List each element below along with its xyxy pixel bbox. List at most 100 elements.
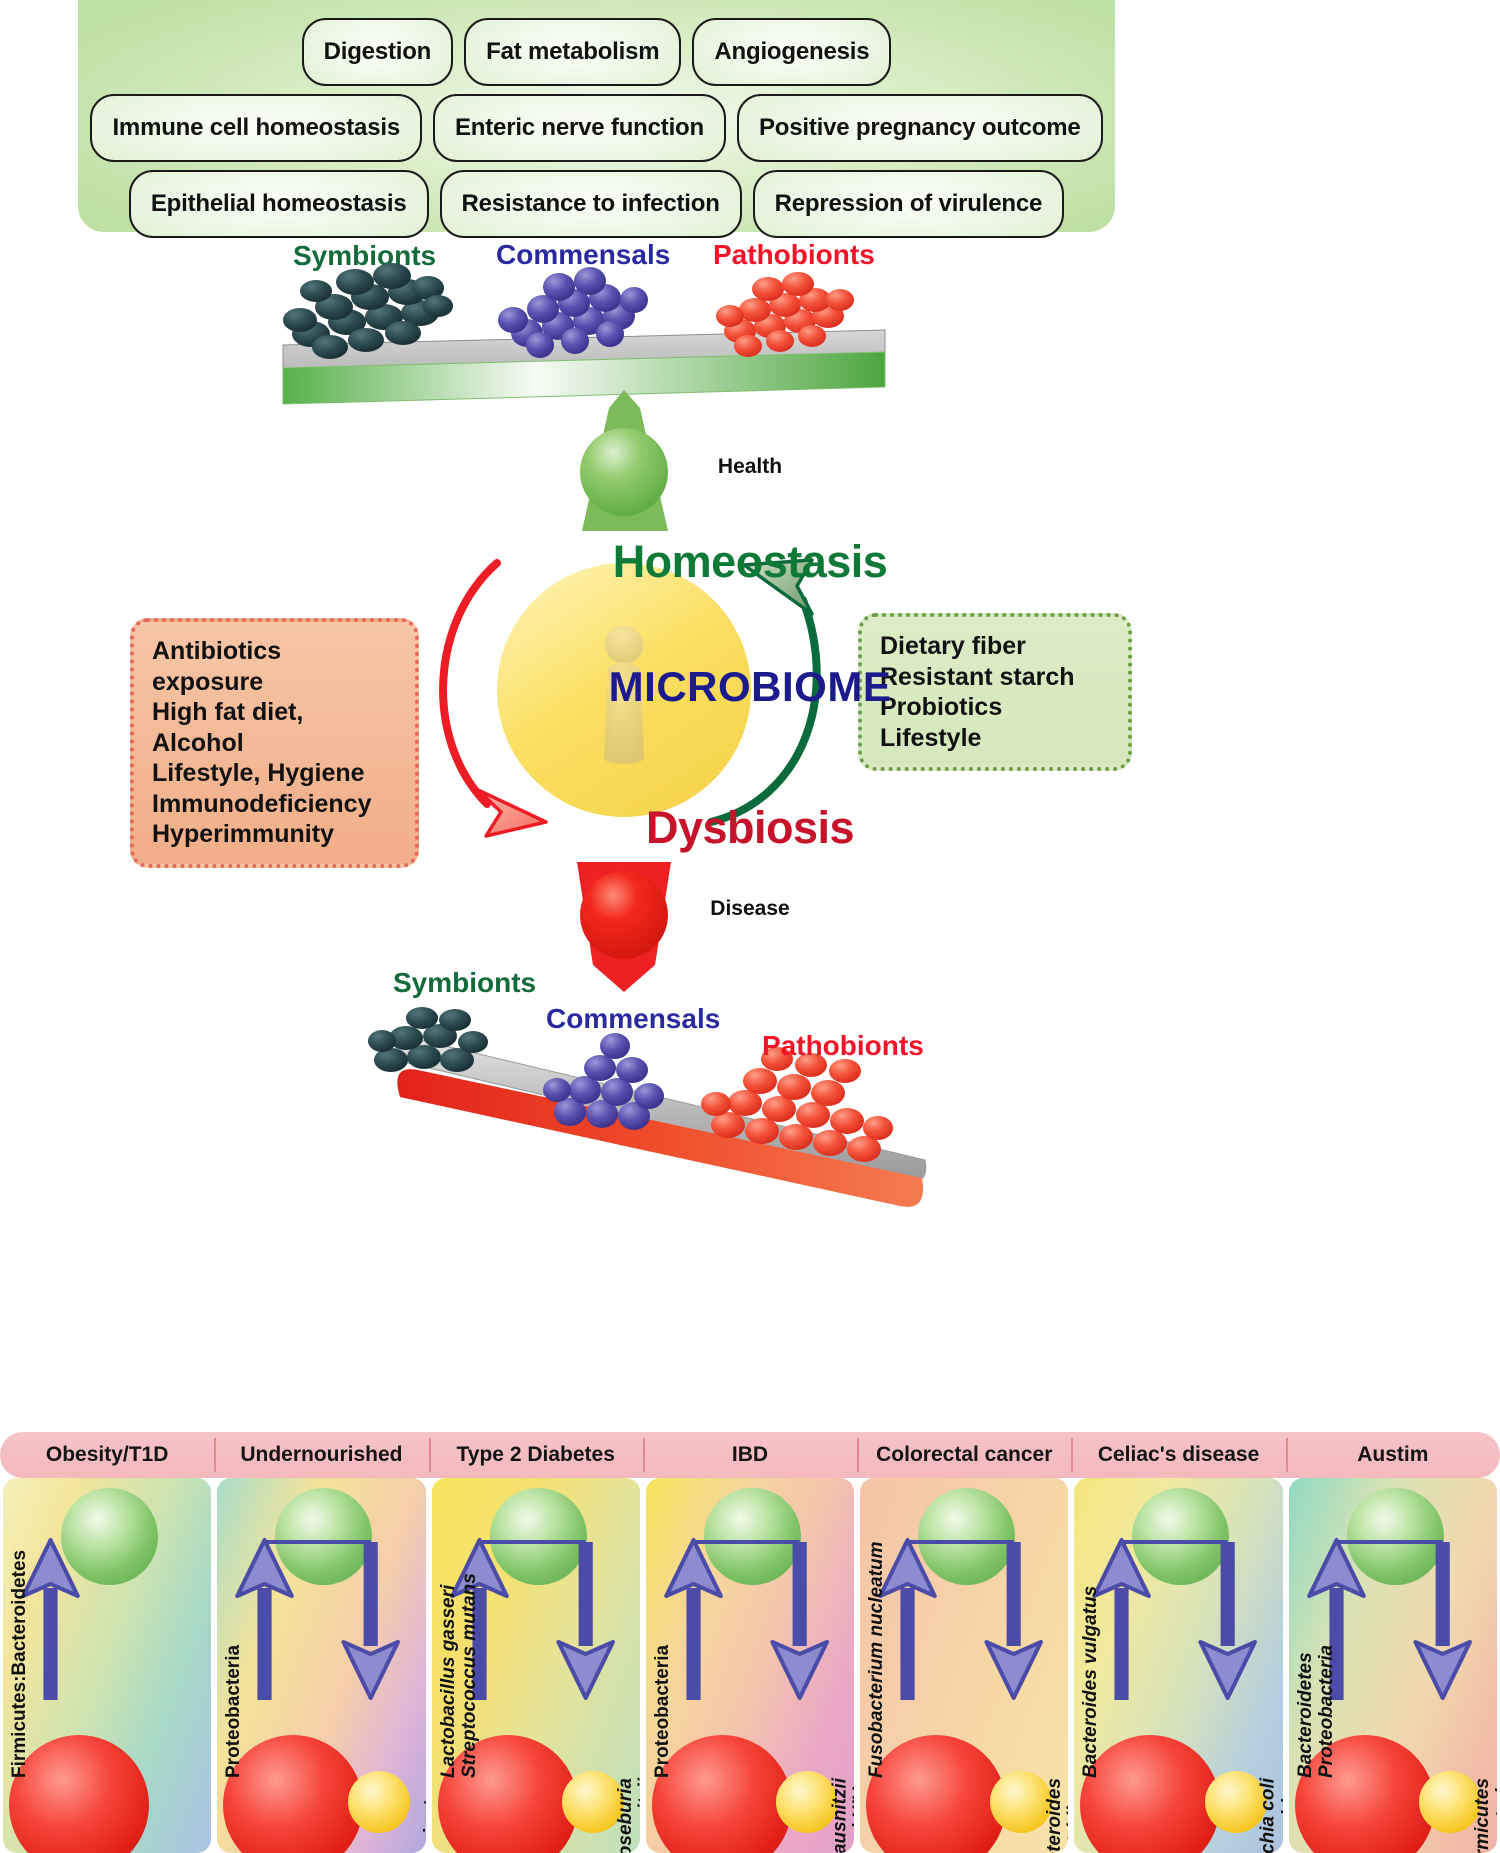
decreased-taxon-label: Roseburia bbox=[614, 1778, 636, 1853]
disease-state-ball bbox=[437, 1735, 578, 1853]
disease-header: Type 2 Diabetes bbox=[428, 1432, 643, 1478]
healthy-state-ball bbox=[275, 1488, 373, 1585]
gut-functions-panel: Digestion Fat metabolism Angiogenesis Im… bbox=[78, 0, 1115, 238]
disease-state-ball bbox=[223, 1735, 364, 1853]
disease-label: Disease bbox=[710, 897, 790, 920]
increased-taxon-label: Proteobacteria bbox=[651, 1644, 673, 1778]
microbiome-label: MICROBIOME bbox=[608, 663, 892, 710]
bottom-commensals-label: Commensals bbox=[546, 1003, 721, 1034]
panel-arrow-layer bbox=[664, 1538, 829, 1700]
increased-taxon-label: Streptococcus mutans bbox=[458, 1573, 480, 1778]
disease-panel: Firmicutes:Bacteroidetes bbox=[3, 1478, 212, 1853]
healthy-state-ball bbox=[1132, 1488, 1230, 1585]
intermediate-state-ball bbox=[1418, 1771, 1481, 1833]
disease-header: Austim bbox=[1285, 1432, 1500, 1478]
decreased-taxon-label: Firmicutes bbox=[421, 1778, 426, 1853]
panel-arrow-layer bbox=[21, 1538, 80, 1700]
function-pill: Positive pregnancy outcome bbox=[736, 94, 1103, 162]
risk-factor-line: Antibiotics exposure bbox=[152, 637, 282, 696]
disease-header: Celiac's disease bbox=[1071, 1432, 1285, 1478]
panel-arrow-layer bbox=[449, 1538, 615, 1700]
bottom-symbiont-colony bbox=[368, 1007, 488, 1072]
disease-header: Undernourished bbox=[214, 1432, 428, 1478]
disease-state-ball bbox=[1080, 1735, 1221, 1853]
intermediate-state-ball bbox=[347, 1771, 410, 1833]
risk-factor-line: Immunodeficiency bbox=[152, 789, 372, 818]
panel-arrow-layer bbox=[878, 1538, 1044, 1700]
healthy-mucosa-bar bbox=[282, 329, 886, 405]
intermediate-state-ball bbox=[990, 1771, 1053, 1833]
protective-factor-line: Dietary fiber bbox=[880, 632, 1026, 660]
decreased-taxon-label: Actinobacteria bbox=[1492, 1778, 1497, 1853]
increased-taxon-label: Fusobacterium nucleatum bbox=[866, 1541, 888, 1779]
top-commensal-colony bbox=[498, 267, 648, 358]
healthy-state-ball bbox=[703, 1488, 801, 1585]
intermediate-state-ball bbox=[1204, 1771, 1267, 1833]
decreased-taxon-label: Faecalibacterium prausnitzii bbox=[636, 1778, 640, 1853]
disease-panel: ProteobacteriaFaecalibacterium prausnitz… bbox=[645, 1478, 855, 1853]
disease-funnel bbox=[577, 862, 671, 992]
intermediate-state-ball bbox=[776, 1771, 839, 1833]
function-row-1: Digestion Fat metabolism Angiogenesis bbox=[78, 18, 1115, 86]
healthy-state-ball bbox=[61, 1488, 158, 1585]
disease-state-ball bbox=[651, 1735, 792, 1853]
disease-header-strip: Obesity/T1D Undernourished Type 2 Diabet… bbox=[0, 1432, 1500, 1478]
protective-factor-line: Resistant starch bbox=[880, 662, 1075, 691]
disease-state-ball bbox=[866, 1735, 1007, 1853]
function-row-3: Epithelial homeostasis Resistance to inf… bbox=[78, 170, 1115, 238]
protective-factor-line: Probiotics bbox=[880, 693, 1003, 721]
disease-header: Obesity/T1D bbox=[45, 1443, 169, 1466]
function-pill: Angiogenesis bbox=[692, 18, 892, 86]
dysbiosis-label: Dysbiosis bbox=[645, 802, 855, 853]
top-symbionts-label: Symbionts bbox=[293, 240, 437, 271]
function-pill: Repression of virulence bbox=[752, 170, 1065, 238]
function-pill: Epithelial homeostasis bbox=[128, 170, 429, 238]
risk-factor-line: High fat diet, Alcohol bbox=[152, 698, 304, 757]
risk-factors-box: Antibiotics exposure High fat diet, Alco… bbox=[130, 618, 419, 868]
homeostasis-label: Homeostasis bbox=[612, 536, 888, 587]
bottom-pathobionts-label: Pathobionts bbox=[762, 1030, 924, 1061]
top-pathobionts-label: Pathobionts bbox=[713, 239, 875, 270]
function-row-2: Immune cell homeostasis Enteric nerve fu… bbox=[78, 94, 1115, 162]
risk-factor-line: Hyperimmunity bbox=[152, 820, 334, 848]
increased-taxon-label: Lactobacillus gasseri bbox=[437, 1584, 459, 1778]
increased-taxon-label: Bacteroides vulgatus bbox=[1080, 1585, 1102, 1778]
protective-factor-line: Lifestyle bbox=[880, 723, 982, 752]
increased-taxon-label: Proteobacteria bbox=[223, 1644, 245, 1778]
panel-arrow-layer bbox=[1306, 1538, 1472, 1700]
panel-arrow-layer bbox=[235, 1538, 401, 1700]
protective-factors-box: Dietary fiber Resistant starch Probiotic… bbox=[858, 613, 1132, 771]
healthy-state-ball bbox=[918, 1488, 1016, 1585]
function-pill: Digestion bbox=[301, 18, 454, 86]
top-symbiont-colony bbox=[283, 263, 453, 359]
intermediate-state-ball bbox=[561, 1771, 624, 1833]
bottom-symbionts-label: Symbionts bbox=[393, 967, 537, 998]
increased-taxon-label: Proteobacteria bbox=[1315, 1644, 1337, 1778]
disease-state-ball bbox=[1294, 1735, 1435, 1853]
decreased-taxon-label: Clostridium coccoides bbox=[1279, 1778, 1283, 1853]
disease-state-ball bbox=[9, 1735, 149, 1853]
decreased-taxon-label: Escherichia coli bbox=[1257, 1778, 1279, 1853]
healthy-state-ball bbox=[489, 1488, 587, 1585]
top-pathobiont-colony bbox=[716, 272, 854, 357]
decreased-taxon-label: Clostridium bbox=[1064, 1778, 1069, 1853]
function-pill: Fat metabolism bbox=[464, 18, 682, 86]
function-pill: Immune cell homeostasis bbox=[90, 94, 422, 162]
bottom-pathobiont-colony bbox=[701, 1047, 893, 1162]
increased-taxon-label: Firmicutes:Bacteroidetes bbox=[9, 1549, 30, 1778]
function-pill: Resistance to infection bbox=[439, 170, 742, 238]
risk-factor-line: Lifestyle, Hygiene bbox=[152, 759, 365, 787]
decreased-taxon-label: Faecalibacterium prausnitzii bbox=[829, 1778, 851, 1853]
decreased-taxon-label: Bacteroides bbox=[1043, 1778, 1065, 1853]
decreased-taxon-label: Firmicutes bbox=[1471, 1778, 1493, 1853]
decreased-taxon-label: Clostridium cluster IV and XIVa bbox=[850, 1778, 854, 1853]
top-commensals-label: Commensals bbox=[496, 239, 671, 270]
bottom-commensal-colony bbox=[543, 1033, 664, 1130]
increased-taxon-label: Bacteroidetes bbox=[1294, 1652, 1316, 1778]
